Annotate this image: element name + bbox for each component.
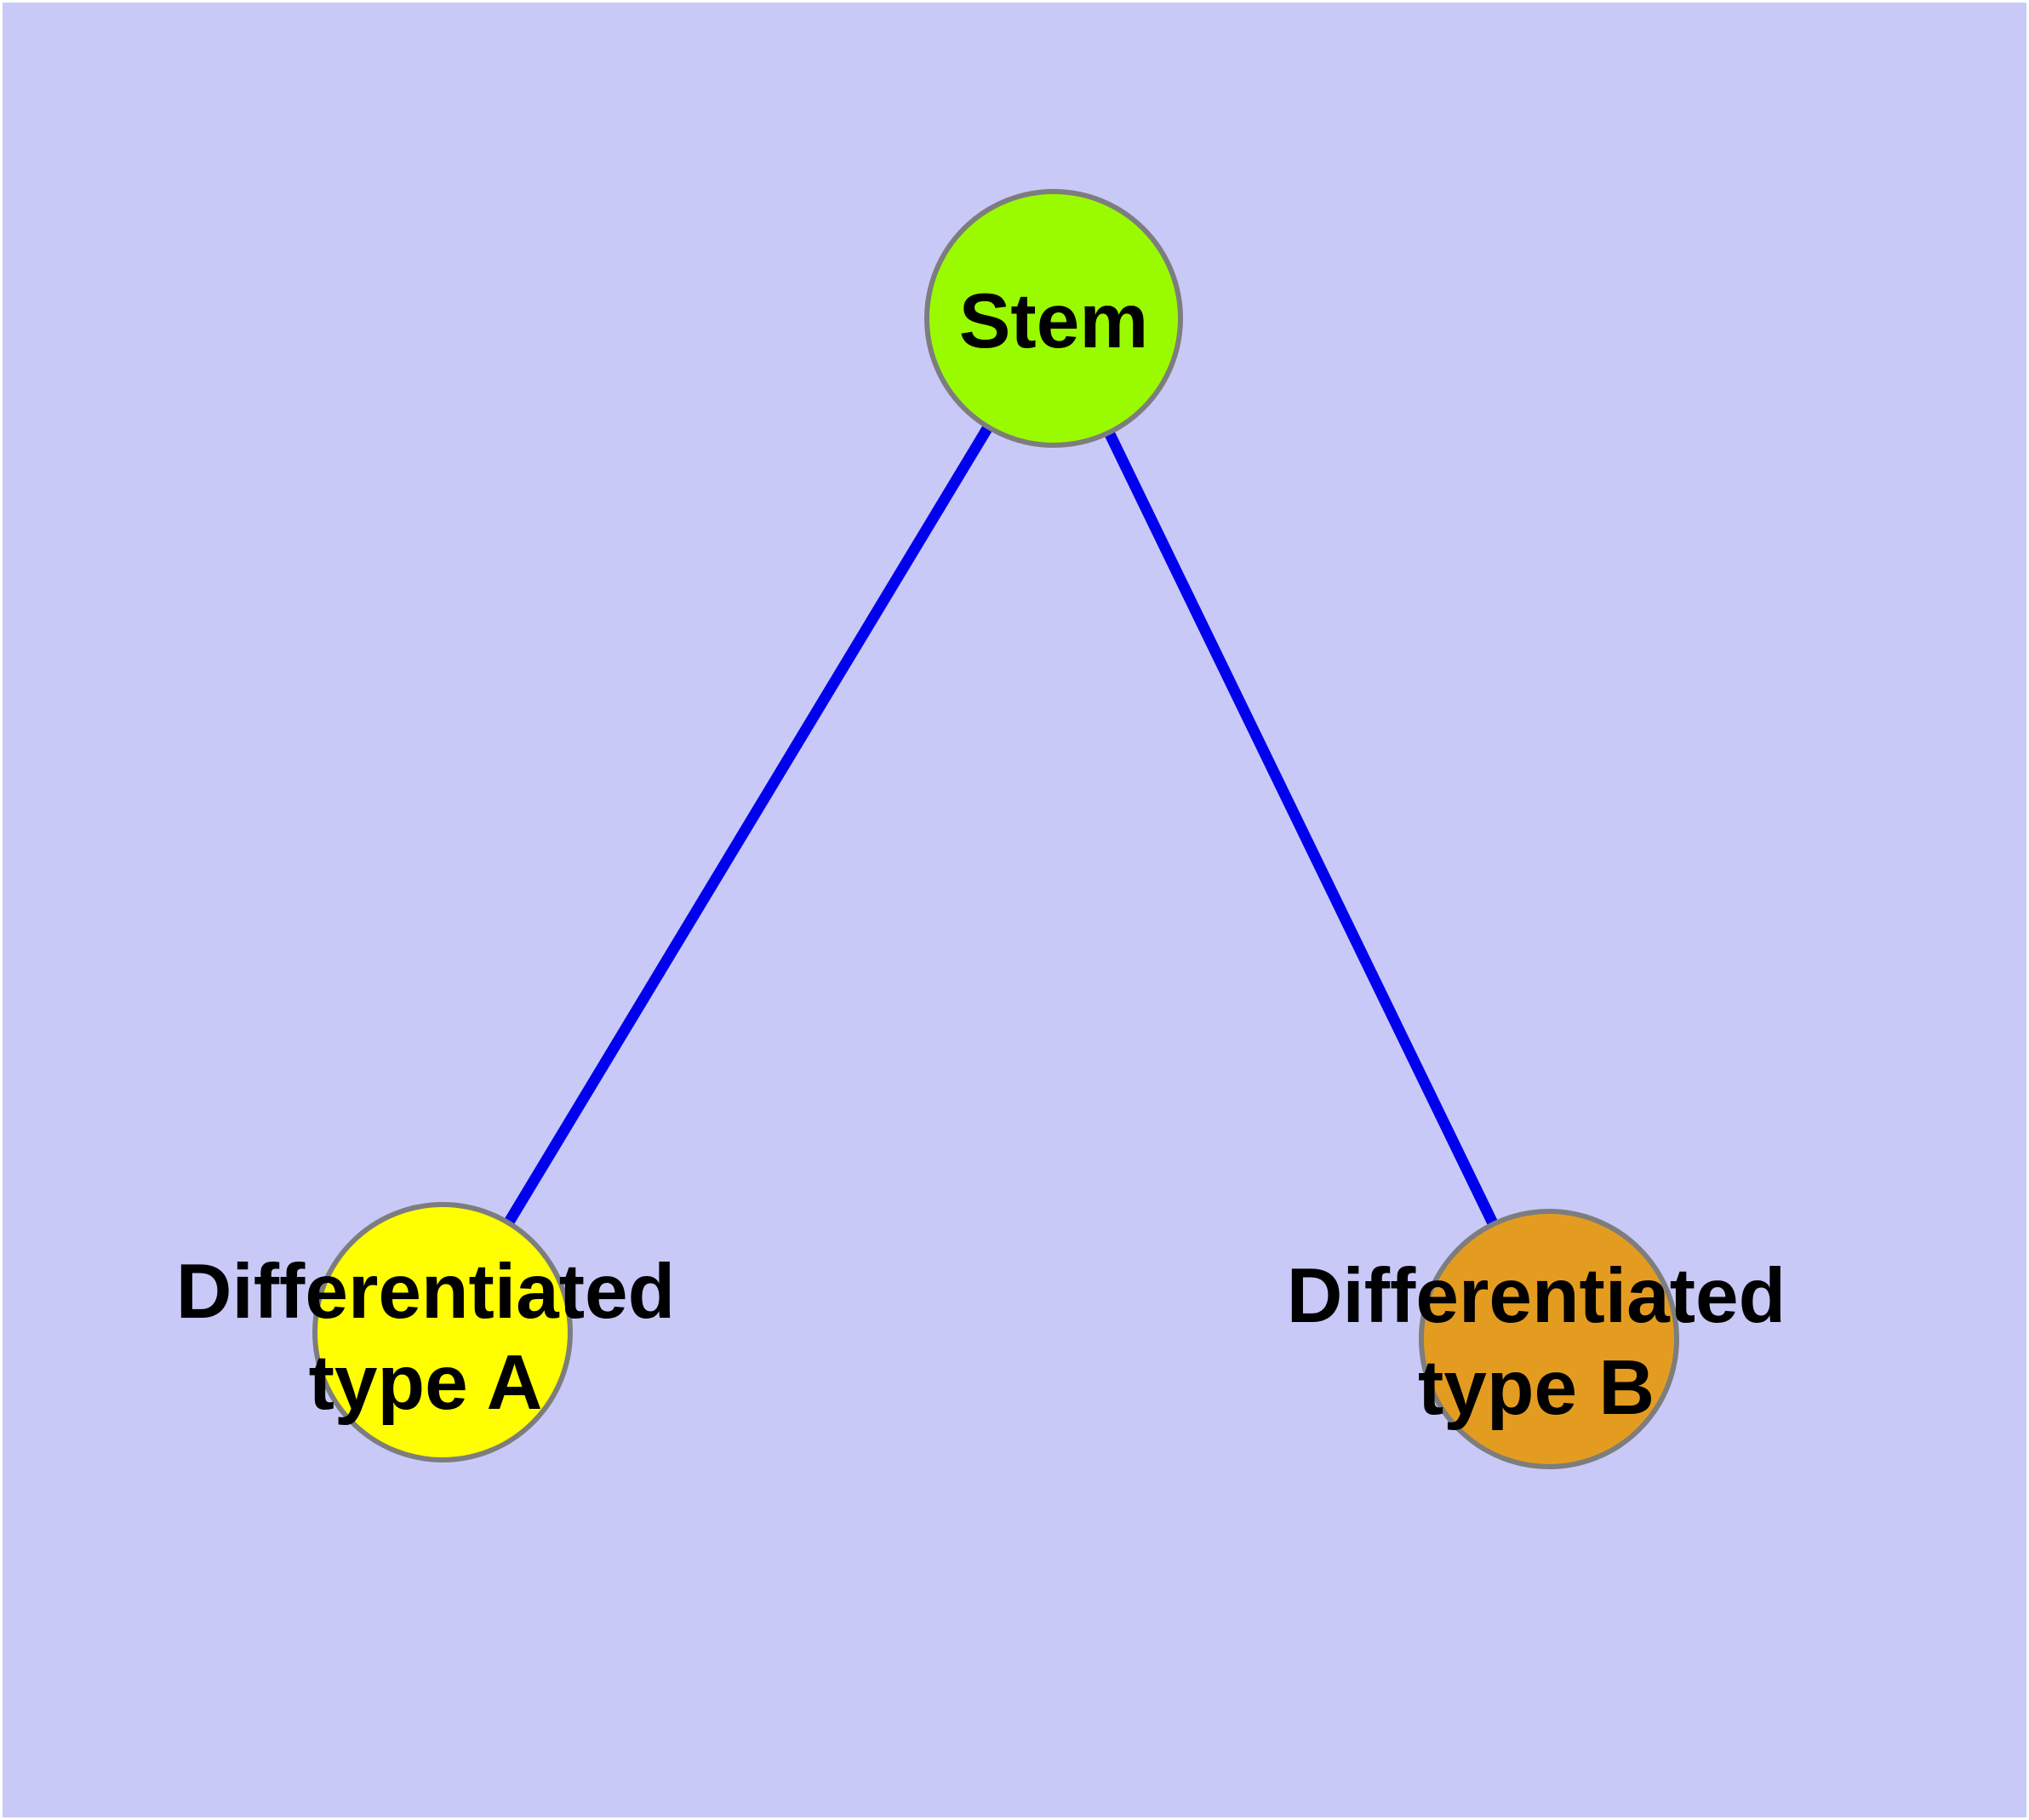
type-a-label-line-1: Differentiated — [176, 1249, 676, 1335]
node-differentiated-type-b — [1419, 1209, 1679, 1469]
edge-group — [437, 315, 1554, 1342]
label-group: Stem Differentiated type A Differentiate… — [176, 278, 1786, 1431]
node-differentiated-type-a — [312, 1202, 573, 1462]
type-b-label-line-1: Differentiated — [1287, 1253, 1786, 1339]
node-group — [312, 189, 1679, 1469]
edge-stem-to-type-b — [1049, 316, 1554, 1342]
type-b-label-line-2: type B — [1418, 1345, 1655, 1431]
stem-label: Stem — [959, 278, 1149, 364]
type-a-label-line-2: type A — [309, 1340, 543, 1426]
node-stem — [924, 189, 1183, 448]
edge-stem-to-type-a — [437, 315, 1059, 1336]
